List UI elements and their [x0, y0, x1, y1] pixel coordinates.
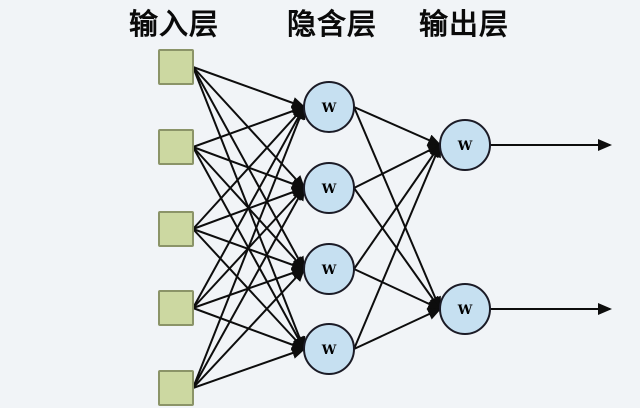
- edge-hidden-output: [353, 268, 442, 310]
- hidden-node: [303, 243, 355, 295]
- output-node-weight-label: W: [457, 139, 473, 154]
- input-node: [158, 370, 194, 406]
- hidden-node-weight-label: W: [321, 263, 337, 278]
- edge-input-hidden: [192, 267, 306, 389]
- input-node: [158, 290, 194, 326]
- edge-hidden-output: [353, 143, 441, 350]
- edge-input-hidden: [192, 105, 306, 230]
- edge-input-hidden: [192, 347, 306, 389]
- output-node-weight-label: W: [457, 303, 473, 318]
- input-node: [158, 49, 194, 85]
- output-node: [439, 119, 491, 171]
- edge-hidden-output: [353, 308, 442, 350]
- edge-hidden-output: [353, 143, 442, 270]
- edge-input-hidden: [192, 105, 306, 389]
- hidden-node: [303, 162, 355, 214]
- edge-hidden-output: [353, 106, 442, 146]
- hidden-node-weight-label: W: [321, 101, 337, 116]
- hidden-node-weight-label: W: [321, 182, 337, 197]
- input-layer-label: 输入层: [128, 9, 220, 41]
- input-node: [158, 129, 194, 165]
- output-node: [439, 283, 491, 335]
- edge-input-hidden: [192, 66, 306, 109]
- hidden-node: [303, 81, 355, 133]
- input-node: [158, 211, 194, 247]
- edge-input-hidden: [192, 105, 305, 309]
- hidden-layer-label: 隐含层: [286, 9, 378, 41]
- hidden-node-weight-label: W: [321, 343, 337, 358]
- hidden-node: [303, 323, 355, 375]
- edge-input-hidden: [192, 186, 305, 389]
- output-layer-label: 输出层: [418, 9, 510, 41]
- edge-hidden-output: [353, 144, 442, 189]
- edge-input-hidden: [192, 105, 306, 148]
